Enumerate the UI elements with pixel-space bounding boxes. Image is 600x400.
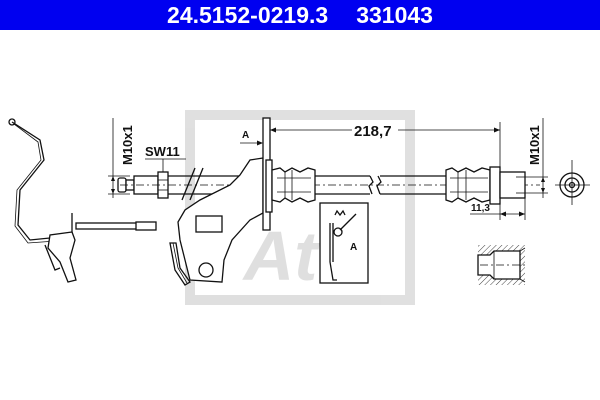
crimp-sleeve-left xyxy=(271,167,316,203)
thread-label-left: M10x1 xyxy=(120,125,135,165)
view-marker-label: A xyxy=(242,130,249,141)
view-marker: A xyxy=(240,130,263,146)
title-bar: 24.5152-0219.3 331043 xyxy=(0,0,600,30)
fitting-dimension: 11,3 xyxy=(470,198,526,220)
thread-dimension-left: M10x1 xyxy=(108,118,135,198)
overview-assembly xyxy=(8,118,157,283)
wrench-size-label: SW11 xyxy=(145,144,180,159)
right-fitting xyxy=(445,166,526,205)
length-dimension: 218,7 xyxy=(270,122,501,167)
fitting-length-value: 11,3 xyxy=(471,203,490,214)
reference-number: 331043 xyxy=(356,2,433,28)
end-view xyxy=(555,160,590,205)
mounting-bracket xyxy=(169,117,273,286)
detail-label: A xyxy=(350,242,357,253)
length-value: 218,7 xyxy=(354,123,392,140)
part-number: 24.5152-0219.3 xyxy=(167,2,329,28)
port-section xyxy=(477,245,528,285)
thread-label-right: M10x1 xyxy=(527,125,542,165)
thread-dimension-right: M10x1 xyxy=(525,118,548,198)
detail-a-box: A xyxy=(319,202,369,284)
